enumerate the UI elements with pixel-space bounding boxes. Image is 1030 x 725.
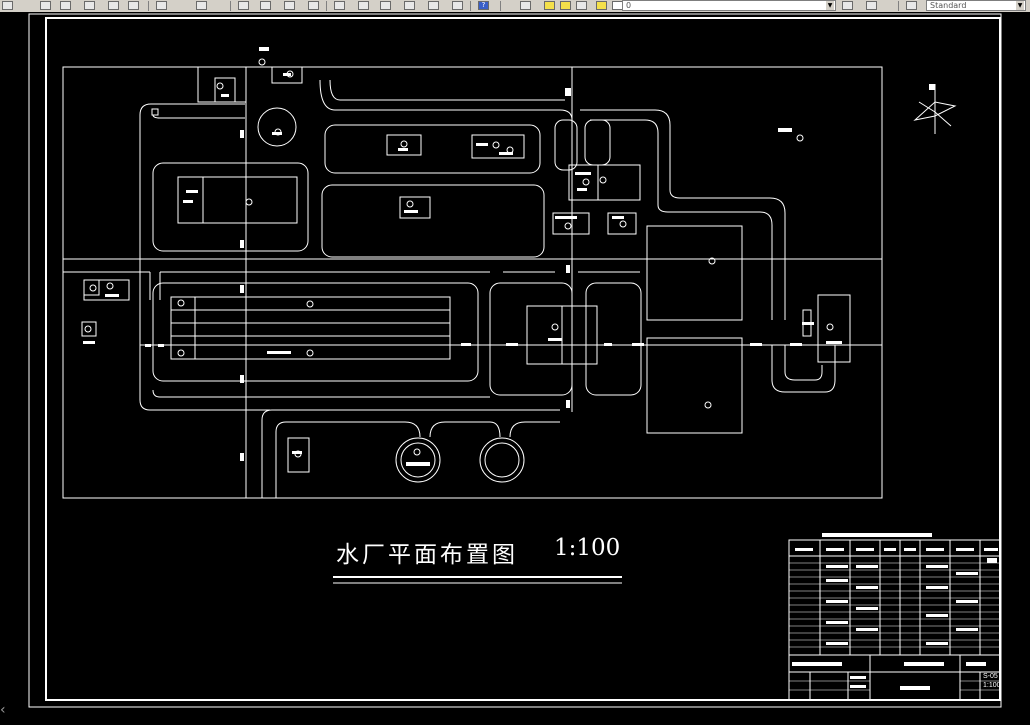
design-center-icon[interactable] (358, 1, 369, 10)
chevron-down-icon[interactable]: ▼ (826, 1, 834, 10)
help-icon[interactable]: ? (478, 1, 489, 10)
plot-icon[interactable] (40, 1, 51, 10)
inner-frame (45, 17, 1001, 701)
lightbulb-icon[interactable] (544, 1, 555, 10)
pan-icon[interactable] (238, 1, 249, 10)
drawing-title-text: 水厂平面布置图 (336, 542, 518, 568)
sheet-scale: 1:100 (983, 682, 1001, 689)
layer-color-icon[interactable] (596, 1, 607, 10)
layout-tab-arrow-icon[interactable]: ‹ (0, 702, 6, 718)
properties-icon[interactable] (334, 1, 345, 10)
title-block (788, 539, 1002, 701)
style-icon[interactable] (906, 1, 917, 10)
lock-icon[interactable] (576, 1, 587, 10)
tool-palettes-icon[interactable] (380, 1, 391, 10)
sheet-set-icon[interactable] (404, 1, 415, 10)
sheet-number: S-05 (983, 673, 998, 680)
north-arrow-icon (913, 84, 957, 134)
site-boundary (62, 66, 883, 499)
calculator-icon[interactable] (452, 1, 463, 10)
layer-combo[interactable]: 0 ▼ (622, 0, 836, 11)
undo-icon[interactable] (156, 1, 167, 10)
zoom-previous-icon[interactable] (308, 1, 319, 10)
paste-icon[interactable] (84, 1, 95, 10)
globe-icon[interactable] (2, 1, 13, 10)
drawing-title: 水厂平面布置图 1:100 (336, 535, 626, 569)
copy-icon[interactable] (60, 1, 71, 10)
sun-icon[interactable] (560, 1, 571, 10)
layers-icon[interactable] (520, 1, 531, 10)
brush-icon[interactable] (128, 1, 139, 10)
layer-combo-value: 0 (626, 1, 632, 10)
drawing-scale: 1:100 (554, 535, 621, 561)
cad-toolbar: ? 0 ▼ Standard ▼ (0, 0, 1030, 13)
zoom-realtime-icon[interactable] (260, 1, 271, 10)
drawing-canvas[interactable]: ‹ (0, 12, 1030, 725)
zoom-window-icon[interactable] (284, 1, 295, 10)
markup-icon[interactable] (428, 1, 439, 10)
match-properties-icon[interactable] (108, 1, 119, 10)
chevron-down-icon[interactable]: ▼ (1016, 1, 1024, 10)
redo-icon[interactable] (196, 1, 207, 10)
site-plan-drawing (28, 13, 1002, 708)
layer-states-icon[interactable] (866, 1, 877, 10)
text-style-combo[interactable]: Standard ▼ (926, 0, 1026, 11)
layer-previous-icon[interactable] (842, 1, 853, 10)
text-style-value: Standard (930, 1, 967, 10)
